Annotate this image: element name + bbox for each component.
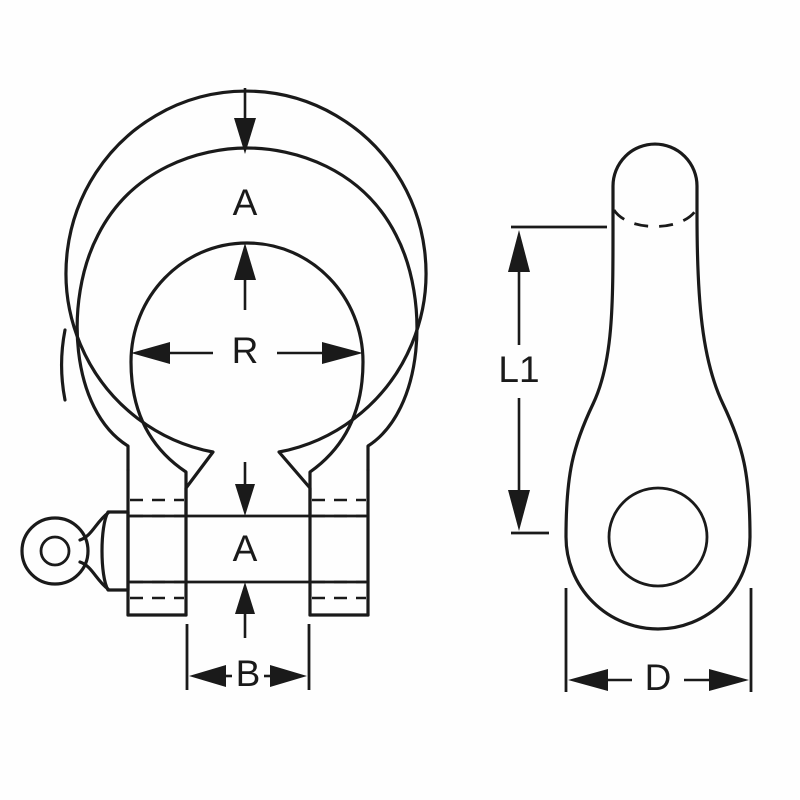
dim-label-a-top: A [233,182,258,223]
pin-eye-outer [20,516,90,586]
dim-label-b: B [236,653,261,694]
front-view-group: A R A [20,88,428,694]
side-view-group: L1 D [498,142,753,698]
dim-a-pin-arrowhead-up [235,582,255,614]
dimension-b: B [185,624,311,694]
pin-neck [78,511,110,591]
side-pin-hidden-arc [612,209,698,228]
dim-a-top-arrowhead-down [234,118,256,154]
bow-outer-arc [60,328,67,402]
dim-label-a-pin: A [233,528,258,569]
dim-label-l1: L1 [498,349,539,390]
side-eye-hole [607,486,709,588]
dim-l1-arrowhead-down [508,490,530,531]
pin-eye-hole [39,535,71,567]
bow-body-contour [75,146,419,472]
dim-b-arrowhead-right [270,665,307,687]
dimension-a-pin: A [233,462,258,638]
dimension-a-top: A [233,88,258,310]
dim-a-top-arrowhead-up [234,243,256,280]
dim-l1-arrowhead-up [508,230,530,272]
dim-d-arrowhead-right [709,669,749,691]
dimension-d: D [564,588,753,698]
side-leg-outline [564,142,752,631]
dimension-l1: L1 [498,225,607,535]
dim-r-arrowhead-right [322,342,363,364]
bow-inner-opening [129,241,365,518]
dim-b-arrowhead-left [189,665,226,687]
dim-label-d: D [645,657,672,698]
dim-label-r: R [232,330,259,371]
dim-a-pin-arrowhead-down [235,484,255,516]
pin-collar [100,510,130,592]
dim-d-arrowhead-left [568,669,608,691]
dimension-r: R [131,330,363,371]
dim-r-arrowhead-left [131,342,170,364]
